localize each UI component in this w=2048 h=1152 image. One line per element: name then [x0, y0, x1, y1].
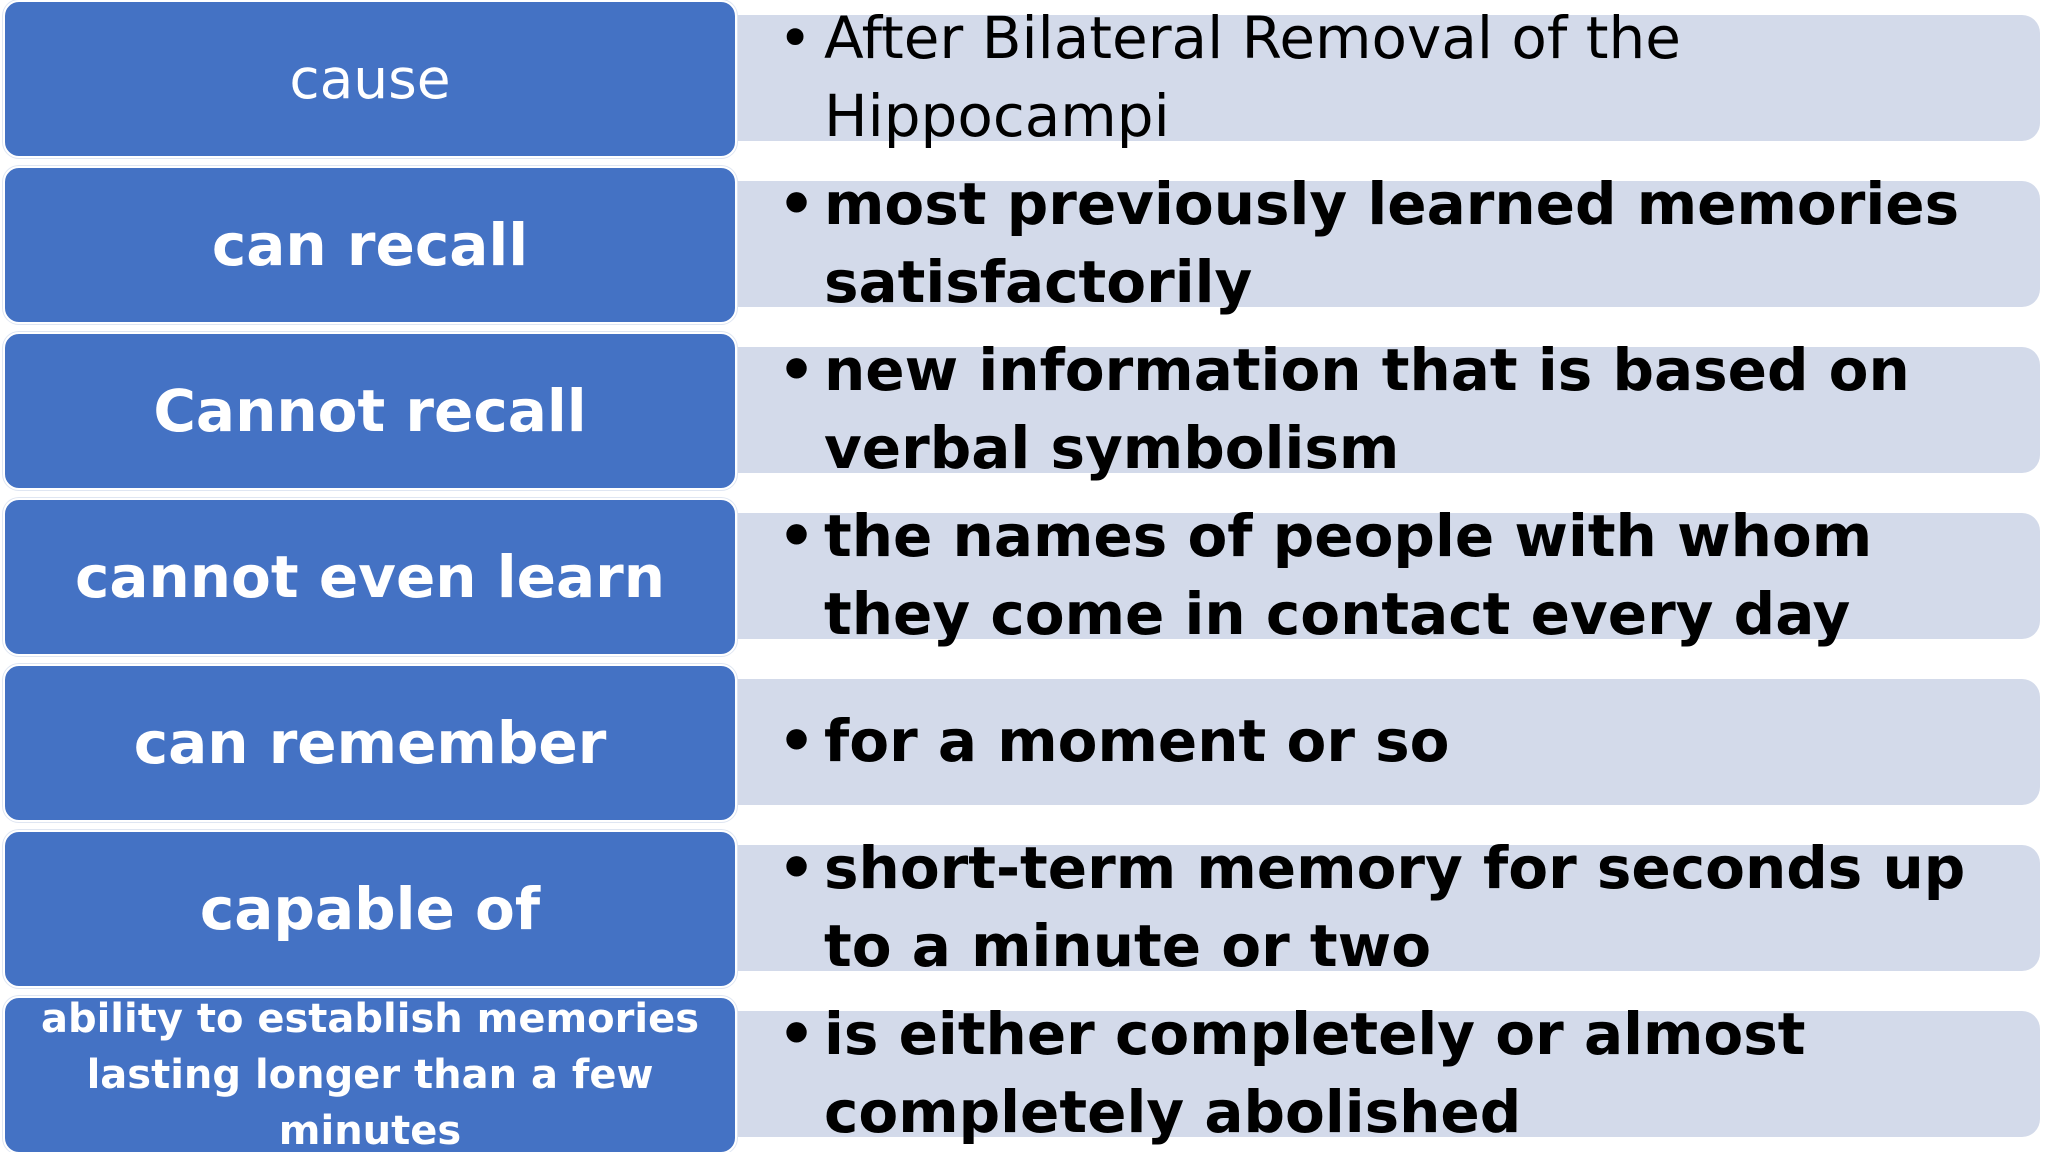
bullet-item: • short-term memory for seconds up to a … — [778, 830, 2018, 984]
bullet-item: • the names of people with whom they com… — [778, 498, 2018, 652]
bullet-icon: • — [778, 502, 816, 570]
row-label: Cannot recall — [153, 377, 587, 445]
row-label: can recall — [211, 211, 529, 279]
bullet-item: • new information that is based on verba… — [778, 332, 2018, 486]
bullet-text: new information that is based on verbal … — [824, 336, 1910, 482]
label-box: cannot even learn — [3, 498, 737, 656]
text-box — [730, 347, 2040, 473]
bullet-text: for a moment or so — [824, 707, 1450, 775]
row-capable-of: capable of • short-term memory for secon… — [0, 830, 2048, 988]
bullet-text: most previously learned memories satisfa… — [824, 170, 1960, 316]
bullet-icon: • — [778, 170, 816, 238]
label-box: cause — [3, 0, 737, 158]
row-label: ability to establish memories lasting lo… — [40, 996, 700, 1152]
text-box — [730, 679, 2040, 805]
bullet-icon: • — [778, 4, 813, 72]
text-box — [730, 1011, 2040, 1137]
bullet-icon: • — [778, 834, 816, 902]
row-can-remember: can remember • for a moment or so — [0, 664, 2048, 822]
label-box: can remember — [3, 664, 737, 822]
row-cause: cause • After Bilateral Removal of the H… — [0, 0, 2048, 158]
bullet-text: After Bilateral Removal of the Hippocamp… — [824, 4, 1681, 150]
label-box: Cannot recall — [3, 332, 737, 490]
bullet-item: • After Bilateral Removal of the Hippoca… — [778, 0, 2018, 154]
row-label: cannot even learn — [74, 543, 666, 611]
text-box — [730, 845, 2040, 971]
row-label: capable of — [199, 875, 541, 943]
bullet-item: • for a moment or so — [778, 664, 2018, 818]
text-box — [730, 181, 2040, 307]
bullet-item: • is either completely or almost complet… — [778, 996, 2018, 1150]
label-box: can recall — [3, 166, 737, 324]
row-label: can remember — [133, 709, 607, 777]
bullet-icon: • — [778, 336, 816, 404]
bullet-icon: • — [778, 1000, 816, 1068]
row-can-recall: can recall • most previously learned mem… — [0, 166, 2048, 324]
label-box: capable of — [3, 830, 737, 988]
bullet-icon: • — [778, 707, 816, 775]
row-label: cause — [289, 47, 451, 111]
row-ability: ability to establish memories lasting lo… — [0, 996, 2048, 1152]
bullet-text: the names of people with whom they come … — [824, 502, 1873, 648]
bullet-text: short-term memory for seconds up to a mi… — [824, 834, 1966, 980]
label-box: ability to establish memories lasting lo… — [3, 996, 737, 1152]
bullet-item: • most previously learned memories satis… — [778, 166, 2018, 320]
row-cannot-even-learn: cannot even learn • the names of people … — [0, 498, 2048, 656]
bullet-text: is either completely or almost completel… — [824, 1000, 1806, 1146]
row-cannot-recall: Cannot recall • new information that is … — [0, 332, 2048, 490]
text-box — [730, 15, 2040, 141]
text-box — [730, 513, 2040, 639]
